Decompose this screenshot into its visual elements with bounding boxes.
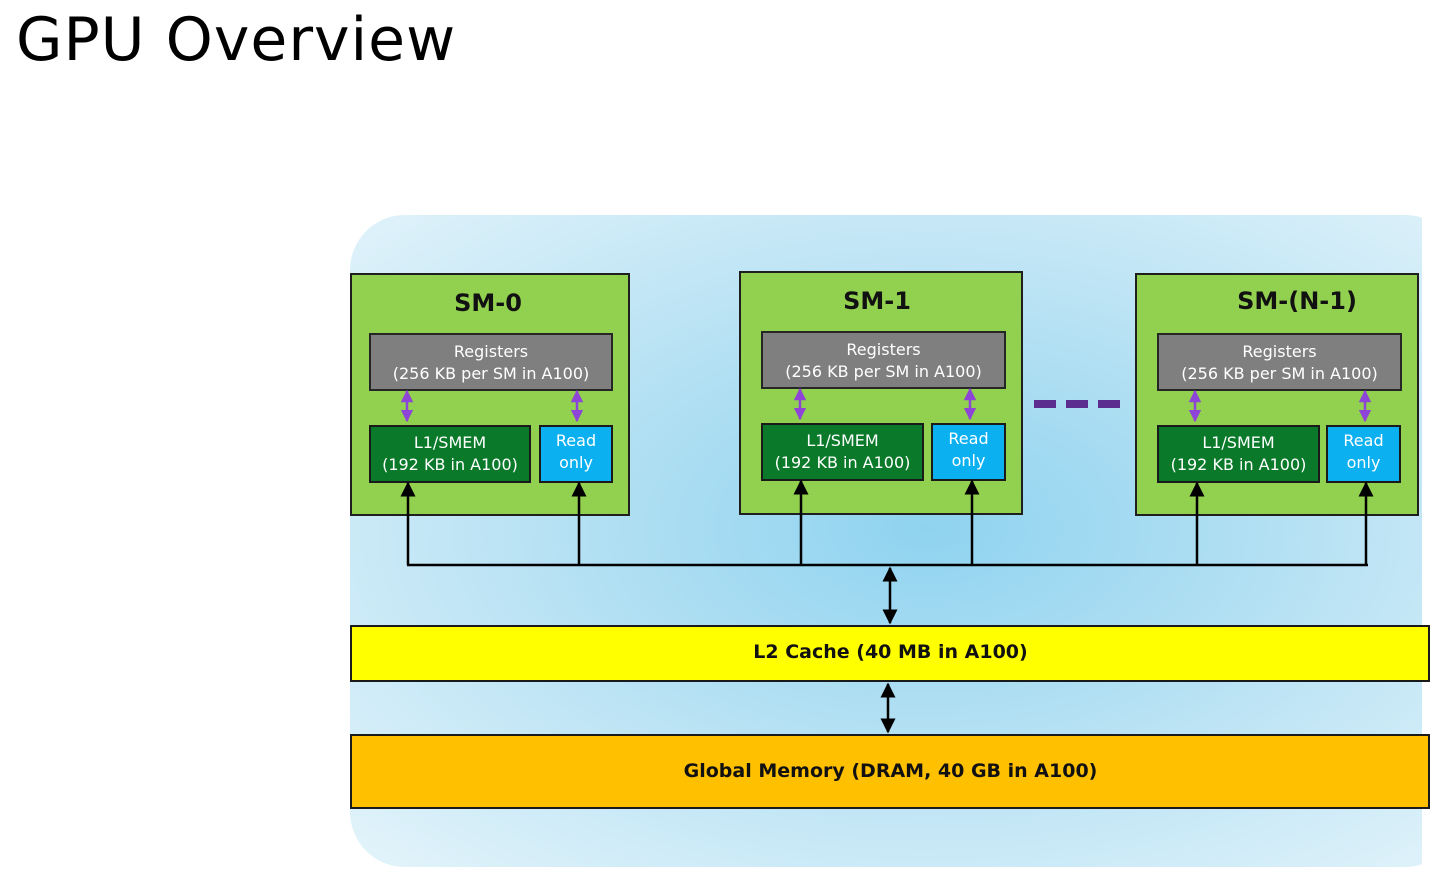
l1-smem-box: L1/SMEM (192 KB in A100) — [369, 425, 531, 483]
read-only-label-line2: only — [559, 453, 593, 472]
registers-label: Registers — [1242, 342, 1317, 361]
sm-title: SM-1 — [843, 287, 911, 315]
read-only-label-line1: Read — [948, 429, 989, 448]
l1-smem-size: (192 KB in A100) — [1170, 455, 1307, 474]
l2-cache-bar: L2 Cache (40 MB in A100) — [350, 625, 1430, 682]
read-only-label-line1: Read — [555, 431, 597, 450]
l1-smem-box: L1/SMEM (192 KB in A100) — [761, 423, 924, 481]
global-memory-label: Global Memory (DRAM, 40 GB in A100) — [683, 760, 1098, 782]
read-only-cache-box: Read only — [1326, 425, 1401, 483]
read-only-label-line2: only — [951, 451, 986, 470]
sm-block-1: SM-1 Registers (256 KB per SM in A100) L… — [739, 271, 1023, 515]
ellipsis-dash — [1066, 400, 1088, 408]
l1-smem-size: (192 KB in A100) — [774, 453, 911, 472]
registers-size: (256 KB per SM in A100) — [392, 364, 590, 383]
ellipsis-dash — [1034, 400, 1056, 408]
registers-size: (256 KB per SM in A100) — [1181, 364, 1378, 383]
registers-box: Registers (256 KB per SM in A100) — [369, 333, 613, 391]
register-arrows — [400, 387, 1372, 423]
ellipsis-dashes — [1034, 400, 1120, 408]
l1-smem-size: (192 KB in A100) — [382, 455, 518, 474]
l1-smem-label: L1/SMEM — [413, 433, 487, 452]
read-only-cache-box: Read only — [539, 425, 613, 483]
registers-label: Registers — [453, 342, 529, 361]
read-only-label-line1: Read — [1343, 431, 1384, 450]
registers-label: Registers — [846, 340, 921, 359]
read-only-label-line2: only — [1346, 453, 1381, 472]
sm-block-0: SM-0 Registers (256 KB per SM in A100) L… — [350, 273, 630, 516]
l1-smem-box: L1/SMEM (192 KB in A100) — [1157, 425, 1320, 483]
registers-size: (256 KB per SM in A100) — [785, 362, 982, 381]
sm-title: SM-(N-1) — [1237, 287, 1357, 315]
page-title: GPU Overview — [16, 5, 457, 75]
registers-box: Registers (256 KB per SM in A100) — [761, 331, 1006, 389]
registers-box: Registers (256 KB per SM in A100) — [1157, 333, 1402, 391]
sm-title: SM-0 — [454, 289, 522, 317]
sm-block-n-minus-1: SM-(N-1) Registers (256 KB per SM in A10… — [1135, 273, 1419, 516]
bus-arrows — [400, 479, 1374, 565]
l1-smem-label: L1/SMEM — [806, 431, 879, 450]
l2-cache-label: L2 Cache (40 MB in A100) — [753, 641, 1028, 663]
l1-smem-label: L1/SMEM — [1202, 433, 1275, 452]
global-memory-bar: Global Memory (DRAM, 40 GB in A100) — [350, 734, 1430, 809]
diagram-connectors — [400, 387, 1374, 734]
gpu-memory-diagram: SM-0 Registers (256 KB per SM in A100) L… — [350, 150, 1430, 880]
ellipsis-dash — [1098, 400, 1120, 408]
